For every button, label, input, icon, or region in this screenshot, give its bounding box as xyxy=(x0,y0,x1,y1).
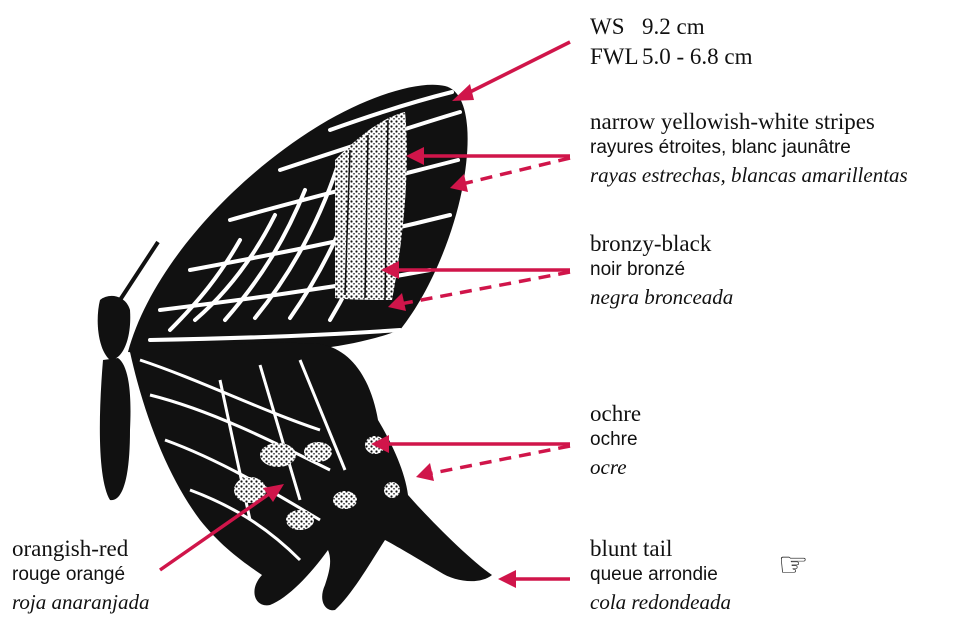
bronzy-es: negra bronceada xyxy=(590,283,733,311)
stripes-es: rayas estrechas, blancas amarillentas xyxy=(590,161,908,189)
label-bronzy: bronzy-black noir bronzé negra bronceada xyxy=(590,230,733,311)
stripes-en: narrow yellowish-white stripes xyxy=(590,108,908,135)
thorax xyxy=(98,296,131,360)
ochre-en: ochre xyxy=(590,400,641,427)
orange-en: orangish-red xyxy=(12,535,149,562)
fwl-row: FWL5.0 - 6.8 cm xyxy=(590,42,753,72)
label-stripes: narrow yellowish-white stripes rayures é… xyxy=(590,108,908,189)
orange-es: roja anaranjada xyxy=(12,588,149,616)
ws-label: WS xyxy=(590,12,642,42)
fwl-value: 5.0 - 6.8 cm xyxy=(642,42,753,72)
label-tail: blunt tail queue arrondie cola redondead… xyxy=(590,535,731,616)
tail-es: cola redondeada xyxy=(590,588,731,616)
ws-row: WS9.2 cm xyxy=(590,12,753,42)
stripes-fr: rayures étroites, blanc jaunâtre xyxy=(590,135,908,161)
tail-en: blunt tail xyxy=(590,535,731,562)
antenna xyxy=(120,242,158,300)
bronzy-en: bronzy-black xyxy=(590,230,733,257)
abdomen xyxy=(100,358,131,500)
measurement-block: WS9.2 cm FWL5.0 - 6.8 cm xyxy=(590,12,753,72)
hindwing xyxy=(130,343,492,611)
tail-fr: queue arrondie xyxy=(590,562,731,588)
orange-fr: rouge orangé xyxy=(12,562,149,588)
label-ochre: ochre ochre ocre xyxy=(590,400,641,481)
ws-value: 9.2 cm xyxy=(642,12,705,42)
pointing-hand-icon: ☞ xyxy=(778,548,808,582)
bronzy-fr: noir bronzé xyxy=(590,257,733,283)
ochre-fr: ochre xyxy=(590,427,641,453)
label-orange: orangish-red rouge orangé roja anaranjad… xyxy=(12,535,149,616)
fwl-label: FWL xyxy=(590,42,642,72)
ochre-es: ocre xyxy=(590,453,641,481)
